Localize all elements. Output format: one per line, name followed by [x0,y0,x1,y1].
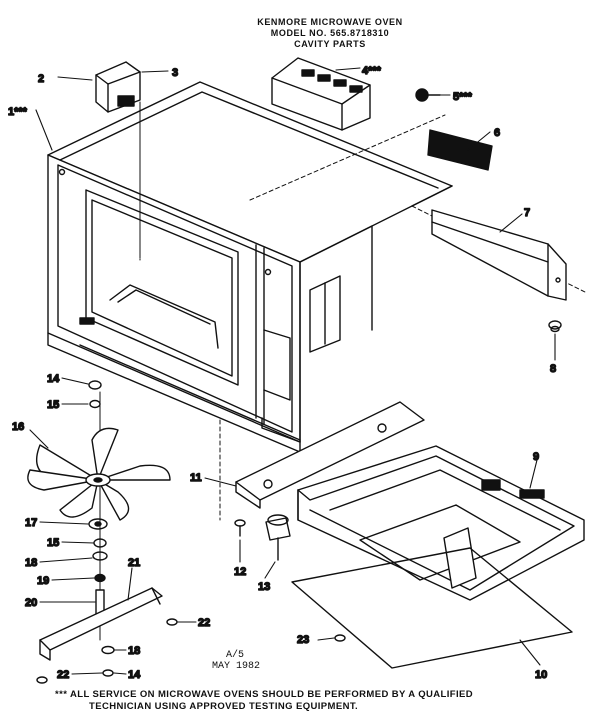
part-screw-22b [36,676,48,684]
part-fan-16 [27,427,171,521]
callout-20: 20 [25,597,37,609]
part-screw-8 [548,320,562,333]
part-rail-7 [431,209,567,301]
part-screw-12 [234,519,246,537]
callout-12: 12 [234,566,246,578]
callout-2: 2 [38,73,44,85]
callout-3: 3 [172,67,178,79]
callout-23: 23 [297,634,309,646]
part-base-pan-9 [297,445,585,601]
callout-16: 16 [12,421,24,433]
oven-cavity [47,81,453,453]
callout-9: 9 [533,451,539,463]
callout-15-top: 15 [47,399,59,411]
part-plate-6 [427,129,493,171]
callout-22-right: 22 [198,617,210,629]
callout-4: 4*** [362,65,382,77]
callout-8: 8 [550,363,556,375]
callout-10: 10 [535,669,547,681]
part-block-3 [95,61,141,113]
callout-18-bottom: 18 [128,645,140,657]
header-title: KENMORE MICROWAVE OVEN [257,17,403,27]
part-screw-22a [166,618,178,626]
callout-22-left: 22 [57,669,69,681]
revision-code: A/5 [226,650,245,661]
header-section: CAVITY PARTS [294,39,366,49]
callout-7: 7 [524,207,530,219]
service-footnote: *** ALL SERVICE ON MICROWAVE OVENS SHOUL… [55,689,595,713]
callout-19: 19 [37,575,49,587]
callout-11: 11 [190,472,202,484]
footnote-line-2: TECHNICIAN USING APPROVED TESTING EQUIPM… [89,701,359,712]
header-model: MODEL NO. 565.8718310 [270,28,390,38]
callout-17: 17 [25,517,37,529]
callout-14-bottom: 14 [128,669,141,681]
footnote-line-1: *** ALL SERVICE ON MICROWAVE OVENS SHOUL… [55,689,474,700]
diagram-header: KENMORE MICROWAVE OVEN MODEL NO. 565.871… [200,17,460,50]
part-bracket-11 [235,401,425,509]
callout-18-top: 18 [25,557,37,569]
part-vent-4 [271,57,371,131]
fan-stack [27,380,171,677]
callout-14-top: 14 [47,373,60,385]
callout-21: 21 [128,557,140,569]
callout-13: 13 [258,581,270,593]
part-sheet-10 [291,547,573,669]
callout-5: 5*** [453,91,473,103]
part-knob-13 [265,514,291,561]
callout-leaders [29,67,556,675]
callout-6: 6 [494,127,500,139]
part-screw-23 [334,634,346,642]
callout-1: 1*** [8,106,28,118]
part-bracket-21 [39,587,163,661]
revision-date: A/5 MAY 1982 [212,650,282,672]
revision-month: MAY 1982 [212,661,261,672]
callout-15-mid: 15 [47,537,59,549]
